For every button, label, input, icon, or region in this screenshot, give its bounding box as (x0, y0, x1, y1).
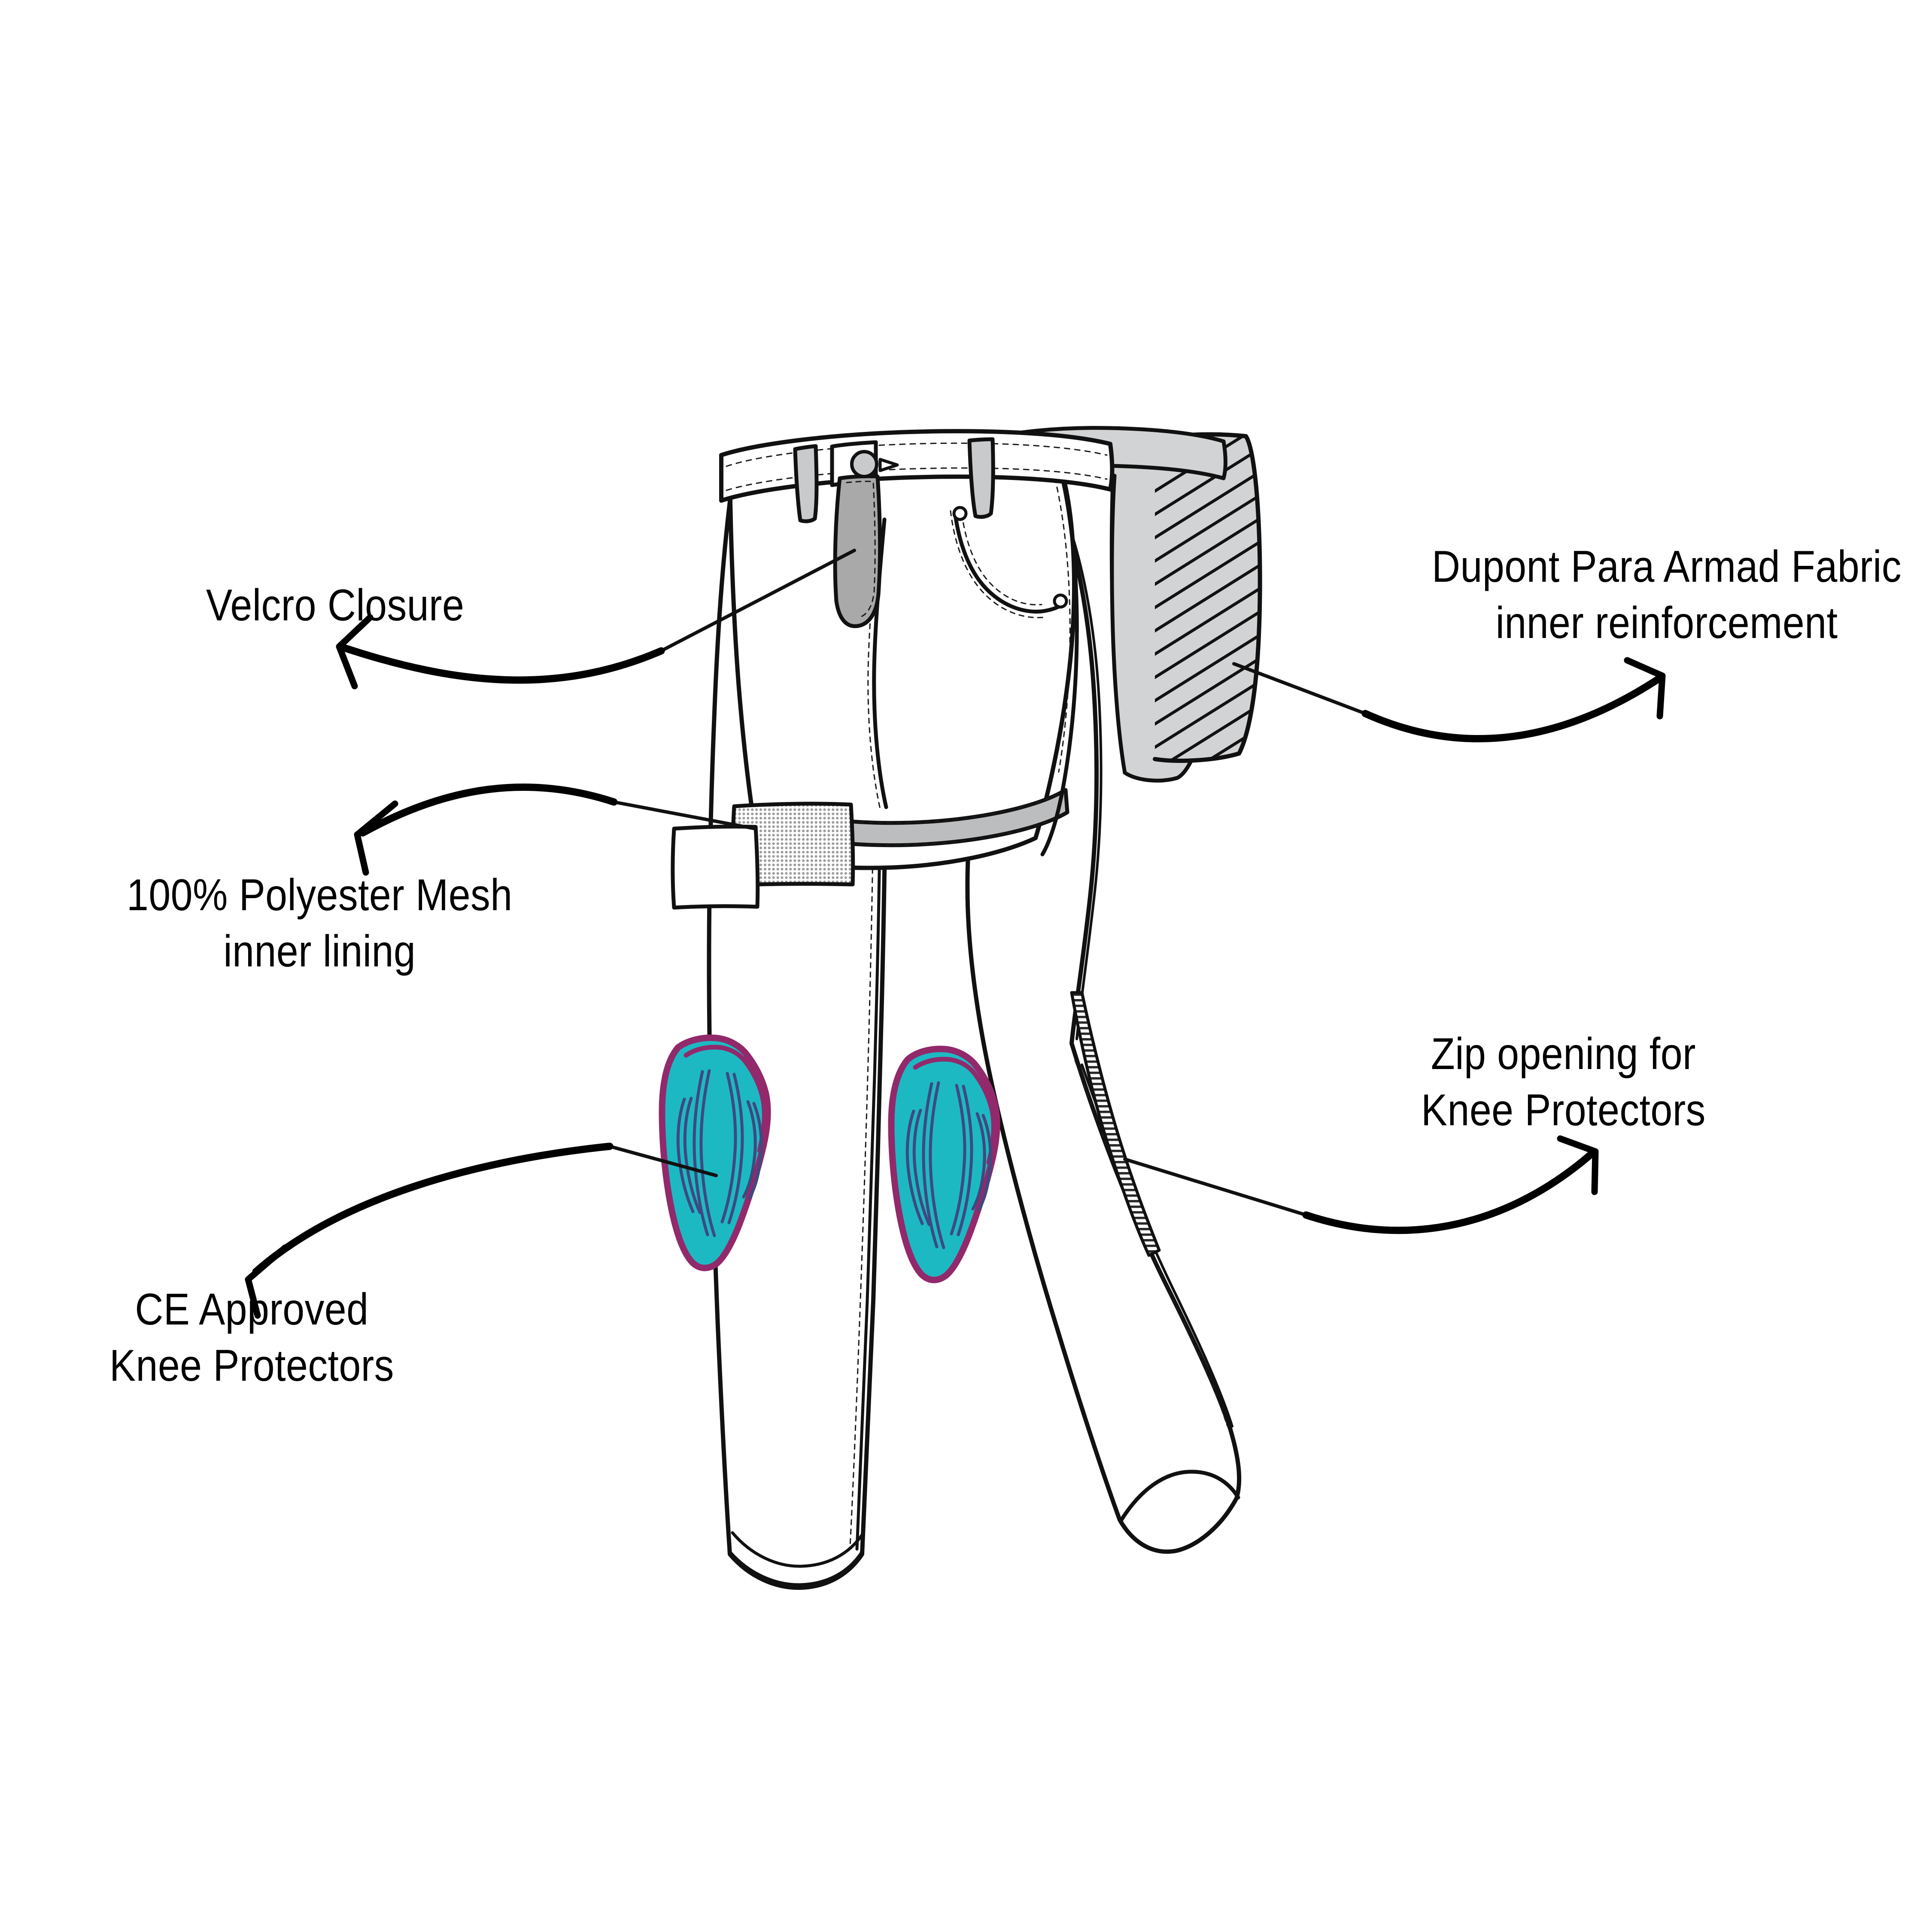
callout-zip-opening: Zip opening for Knee Protectors (1421, 1026, 1706, 1139)
callout-mesh-line-1: 100% Polyester Mesh (127, 870, 513, 920)
knee-protector-back (888, 1045, 1000, 1283)
waistband (719, 426, 1227, 503)
velcro-closure-tab (833, 474, 882, 628)
pocket-rivet-top (952, 506, 968, 521)
callout-polyester-mesh: 100% Polyester Mesh inner lining (127, 867, 513, 980)
pocket-rivet-bottom (1053, 593, 1068, 609)
hip-seams (1040, 464, 1079, 857)
leader-lines (608, 549, 1367, 1217)
leader-dupont (1232, 662, 1367, 715)
arrow-ce-shaft (252, 1142, 614, 1276)
callout-ce-line-1: CE Approved (135, 1285, 369, 1334)
arrow-zip-shaft (1302, 1151, 1594, 1234)
arrow-ce-head (245, 1244, 289, 1319)
knee-protector-front (659, 1034, 771, 1271)
leader-velcro (659, 549, 856, 653)
callout-mesh-line-2: inner lining (223, 927, 416, 977)
arrow-dupont-head (1624, 657, 1666, 720)
callout-dupont-line-2: inner reinforcement (1495, 598, 1838, 648)
arrow-mesh-shaft (359, 784, 618, 837)
belt-loop-left (793, 444, 819, 523)
arrow-zip-head (1557, 1135, 1599, 1195)
belt-loop-right (967, 437, 995, 519)
arrow-velcro-shaft (342, 644, 665, 684)
leader-knee (608, 1145, 718, 1177)
fabric-swatch (671, 824, 760, 910)
arrow-dupont-shaft (1361, 675, 1662, 742)
callout-dupont-line-1: Dupont Para Armad Fabric (1432, 542, 1902, 592)
front-hip-pocket (950, 506, 1068, 619)
callout-arrows (245, 614, 1666, 1319)
callout-zip-line-2: Knee Protectors (1421, 1085, 1706, 1136)
leader-mesh (612, 800, 756, 830)
callout-velcro-closure: Velcro Closure (206, 577, 464, 634)
belt-loops (793, 437, 995, 523)
callout-dupont-para-aramid: Dupont Para Armad Fabric inner reinforce… (1432, 539, 1902, 651)
waist-button (850, 450, 899, 478)
para-aramid-reinforcement-panel (1153, 432, 1262, 763)
callout-ce-line-2: Knee Protectors (109, 1341, 394, 1391)
callout-velcro-line-1: Velcro Closure (206, 580, 465, 630)
callout-ce-knee-protectors: CE Approved Knee Protectors (109, 1282, 394, 1394)
arrow-velcro-head (336, 614, 374, 690)
arrow-mesh-head (354, 800, 398, 876)
leader-zip (1123, 1157, 1308, 1217)
callout-zip-line-1: Zip opening for (1431, 1029, 1696, 1079)
